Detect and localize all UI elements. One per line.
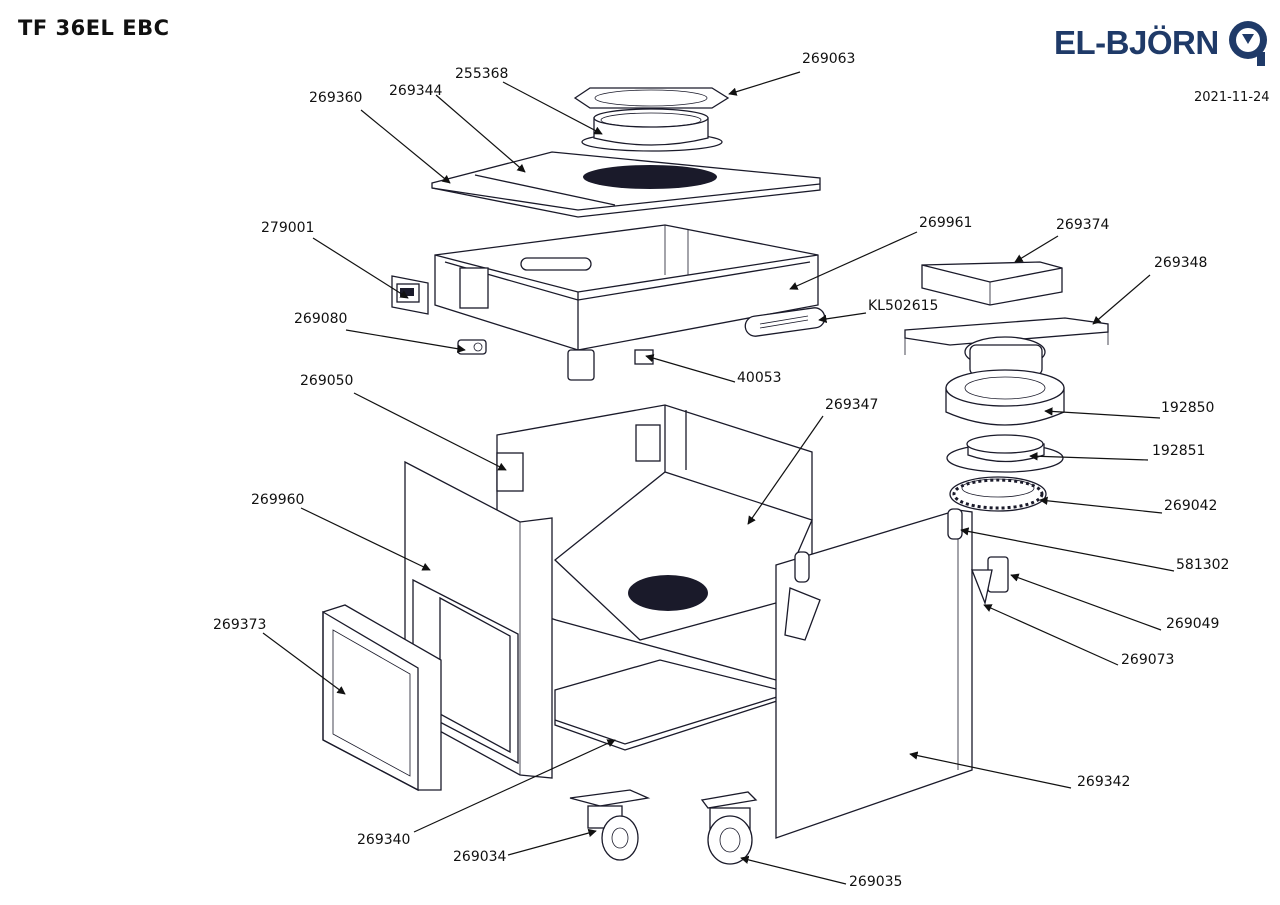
- label-269344: 269344: [389, 83, 443, 99]
- revision-date: 2021-11-24: [1194, 90, 1270, 105]
- label-269034: 269034: [453, 849, 507, 865]
- part-top-lid: [431, 151, 821, 218]
- label-269360: 269360: [309, 90, 362, 106]
- part-labels: 269063 255368 269360 269344 279001 26996…: [213, 51, 1229, 890]
- part-swivel-caster: [569, 789, 651, 861]
- label-192851: 192851: [1152, 443, 1205, 459]
- label-269347: 269347: [825, 397, 878, 413]
- part-handle: [744, 307, 826, 337]
- part-duct-collar: [581, 108, 723, 152]
- label-269063: 269063: [802, 51, 855, 67]
- part-side-door: [775, 509, 973, 839]
- label-269961: 269961: [919, 215, 972, 231]
- label-269374: 269374: [1056, 217, 1110, 233]
- part-fixed-caster: [700, 791, 758, 865]
- part-flange-gasket: [573, 87, 730, 109]
- page-title: TF 36EL EBC: [18, 16, 170, 40]
- label-269042: 269042: [1164, 498, 1217, 514]
- label-269050: 269050: [300, 373, 353, 389]
- part-fan-bracket: [904, 317, 1109, 355]
- label-269073: 269073: [1121, 652, 1174, 668]
- label-279001: 279001: [261, 220, 314, 236]
- part-latches: [784, 508, 1009, 641]
- part-inlet-ring: [946, 434, 1064, 473]
- part-clip: [457, 339, 487, 355]
- label-581302: 581302: [1176, 557, 1229, 573]
- label-255368: 255368: [455, 66, 508, 82]
- part-fan-cover: [921, 261, 1063, 306]
- brand-wordmark: EL-BJÖRN: [1054, 24, 1219, 61]
- label-269049: 269049: [1166, 616, 1219, 632]
- label-269373: 269373: [213, 617, 266, 633]
- bear-emblem-icon: [1229, 21, 1267, 66]
- part-main-housing: [434, 224, 819, 381]
- part-controller: [391, 275, 429, 315]
- label-269342: 269342: [1077, 774, 1130, 790]
- label-269080: 269080: [294, 311, 347, 327]
- label-269348: 269348: [1154, 255, 1207, 271]
- brand-logo: EL-BJÖRN: [1054, 21, 1267, 66]
- label-269340: 269340: [357, 832, 410, 848]
- label-KL502615: KL502615: [868, 298, 938, 314]
- label-40053: 40053: [737, 370, 782, 386]
- label-269960: 269960: [251, 492, 304, 508]
- label-192850: 192850: [1161, 400, 1214, 416]
- part-base-plate: [554, 659, 781, 751]
- part-finger-guard: [949, 476, 1047, 512]
- part-fan-motor: [945, 336, 1065, 426]
- part-main-frame: [496, 404, 813, 681]
- part-filter: [322, 604, 442, 792]
- leader-lines: [262, 71, 1175, 885]
- label-269035: 269035: [849, 874, 902, 890]
